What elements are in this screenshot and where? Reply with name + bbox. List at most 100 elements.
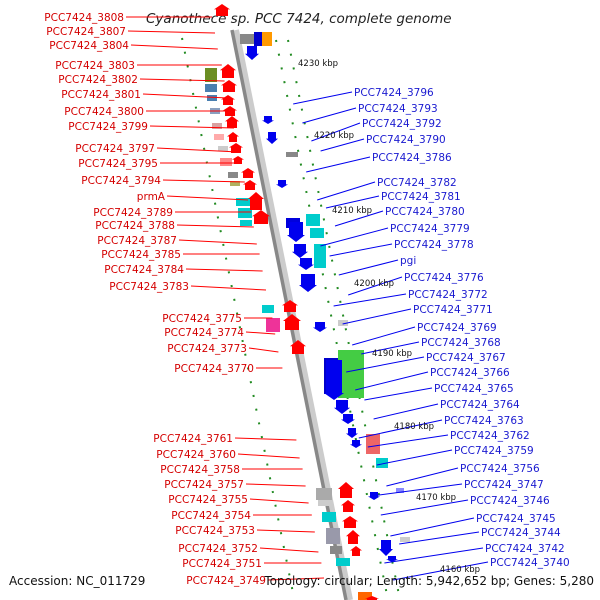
feature-block (262, 32, 272, 46)
reverse-gene-arrow (292, 244, 308, 258)
right-connector-line (376, 449, 453, 466)
right-connector-line (361, 341, 420, 355)
reverse-gene-arrow (346, 428, 358, 438)
forward-gene-arrow (220, 64, 236, 78)
right-gene-label: PCC7424_3769 (417, 322, 497, 334)
feature-block (236, 198, 250, 206)
reverse-gene-arrow (298, 258, 314, 270)
left-gene-label: PCC7424_3803 (55, 60, 135, 72)
forward-gene-arrow (290, 340, 306, 354)
feature-block (338, 320, 348, 326)
right-gene-label: PCC7424_3747 (464, 479, 544, 491)
left-connector-line (149, 125, 235, 129)
feature-block (314, 244, 326, 268)
left-gene-label: PCC7424_3755 (168, 494, 248, 506)
forward-gene-arrow (283, 314, 301, 330)
right-connector-line (293, 91, 353, 105)
right-connector-line (358, 419, 443, 439)
left-connector-line (176, 224, 254, 228)
left-connector-line (249, 498, 309, 504)
forward-gene-arrow (227, 132, 239, 142)
right-connector-line (386, 467, 459, 487)
left-gene-label: PCC7424_3785 (101, 249, 181, 261)
left-connector-line (185, 268, 263, 272)
right-connector-line (355, 371, 429, 391)
forward-gene-arrow (342, 516, 358, 528)
right-gene-label: PCC7424_3746 (470, 495, 550, 507)
feature-block (220, 158, 232, 166)
scale-label: 4210 kbp (332, 206, 372, 216)
left-gene-label: PCC7424_3753 (175, 525, 255, 537)
forward-gene-arrow (252, 210, 270, 224)
reverse-gene-arrow (266, 132, 278, 144)
right-connector-line (352, 326, 416, 346)
left-connector-line (190, 285, 267, 291)
forward-gene-arrow (341, 500, 355, 512)
feature-block (205, 68, 217, 82)
forward-gene-arrow (241, 168, 255, 178)
right-connector-line (384, 547, 484, 564)
right-gene-label: PCC7424_3771 (413, 304, 493, 316)
right-gene-label: PCC7424_3765 (434, 383, 514, 395)
right-connector-line (320, 227, 389, 247)
left-connector-line (237, 453, 300, 459)
feature-block (286, 152, 298, 157)
right-connector-line (373, 403, 439, 420)
forward-gene-arrow (225, 116, 239, 128)
right-gene-label: PCC7424_3772 (408, 289, 488, 301)
left-gene-label: PCC7424_3760 (156, 449, 236, 461)
right-gene-label: PCC7424_3776 (404, 272, 484, 284)
left-connector-line (139, 78, 225, 82)
feature-block (262, 305, 274, 313)
right-connector-line (338, 259, 399, 276)
left-gene-label: PCC7424_3784 (104, 264, 184, 276)
left-connector-line (259, 547, 319, 553)
left-connector-line (245, 331, 276, 335)
left-connector-line (162, 179, 245, 183)
right-connector-line (342, 308, 412, 325)
left-connector-line (127, 30, 216, 34)
left-connector-line (156, 147, 239, 153)
feature-block (366, 434, 380, 454)
right-connector-line (311, 122, 361, 142)
scale-label: 4190 kbp (372, 349, 412, 359)
forward-gene-arrow (365, 596, 379, 600)
right-gene-label: PCC7424_3756 (460, 463, 540, 475)
feature-block (400, 537, 410, 542)
topology-text: Topology: circular; Length: 5,942,652 bp… (264, 574, 594, 588)
feature-block (322, 512, 336, 522)
feature-block (212, 123, 222, 129)
right-gene-label: PCC7424_3779 (390, 223, 470, 235)
reverse-gene-arrow (324, 360, 344, 400)
right-connector-line (333, 293, 407, 307)
right-gene-label: PCC7424_3778 (394, 239, 474, 251)
right-connector-line (320, 138, 365, 152)
left-gene-label: PCC7424_3788 (95, 220, 175, 232)
right-gene-label: pgi (400, 255, 416, 267)
right-label-group: PCC7424_3796PCC7424_3793PCC7424_3792PCC7… (293, 87, 570, 581)
left-gene-label: PCC7424_3749 (186, 575, 266, 587)
left-gene-label: PCC7424_3770 (174, 363, 254, 375)
left-gene-label: PCC7424_3808 (44, 12, 124, 24)
left-label-group: PCC7424_3808PCC7424_3807PCC7424_3804PCC7… (44, 12, 325, 587)
right-gene-label: PCC7424_3759 (454, 445, 534, 457)
left-connector-line (142, 93, 228, 99)
feature-block (396, 488, 404, 493)
feature-block (336, 558, 350, 566)
reverse-gene-arrow (334, 400, 350, 414)
feature-block (338, 350, 364, 398)
left-gene-label: PCC7424_3757 (164, 479, 244, 491)
reverse-gene-arrow (245, 46, 259, 60)
reverse-gene-arrow (341, 414, 355, 424)
reverse-gene-arrow (313, 322, 327, 332)
feature-block (254, 32, 262, 46)
right-connector-line (317, 181, 376, 201)
right-gene-label: PCC7424_3764 (440, 399, 520, 411)
feature-block (207, 95, 217, 101)
right-gene-label: PCC7424_3768 (421, 337, 501, 349)
right-connector-line (325, 195, 380, 209)
reverse-gene-arrow (386, 556, 398, 562)
forward-gene-arrow (338, 482, 354, 498)
scale-label: 4180 kbp (394, 422, 434, 432)
right-gene-label: PCC7424_3781 (381, 191, 461, 203)
